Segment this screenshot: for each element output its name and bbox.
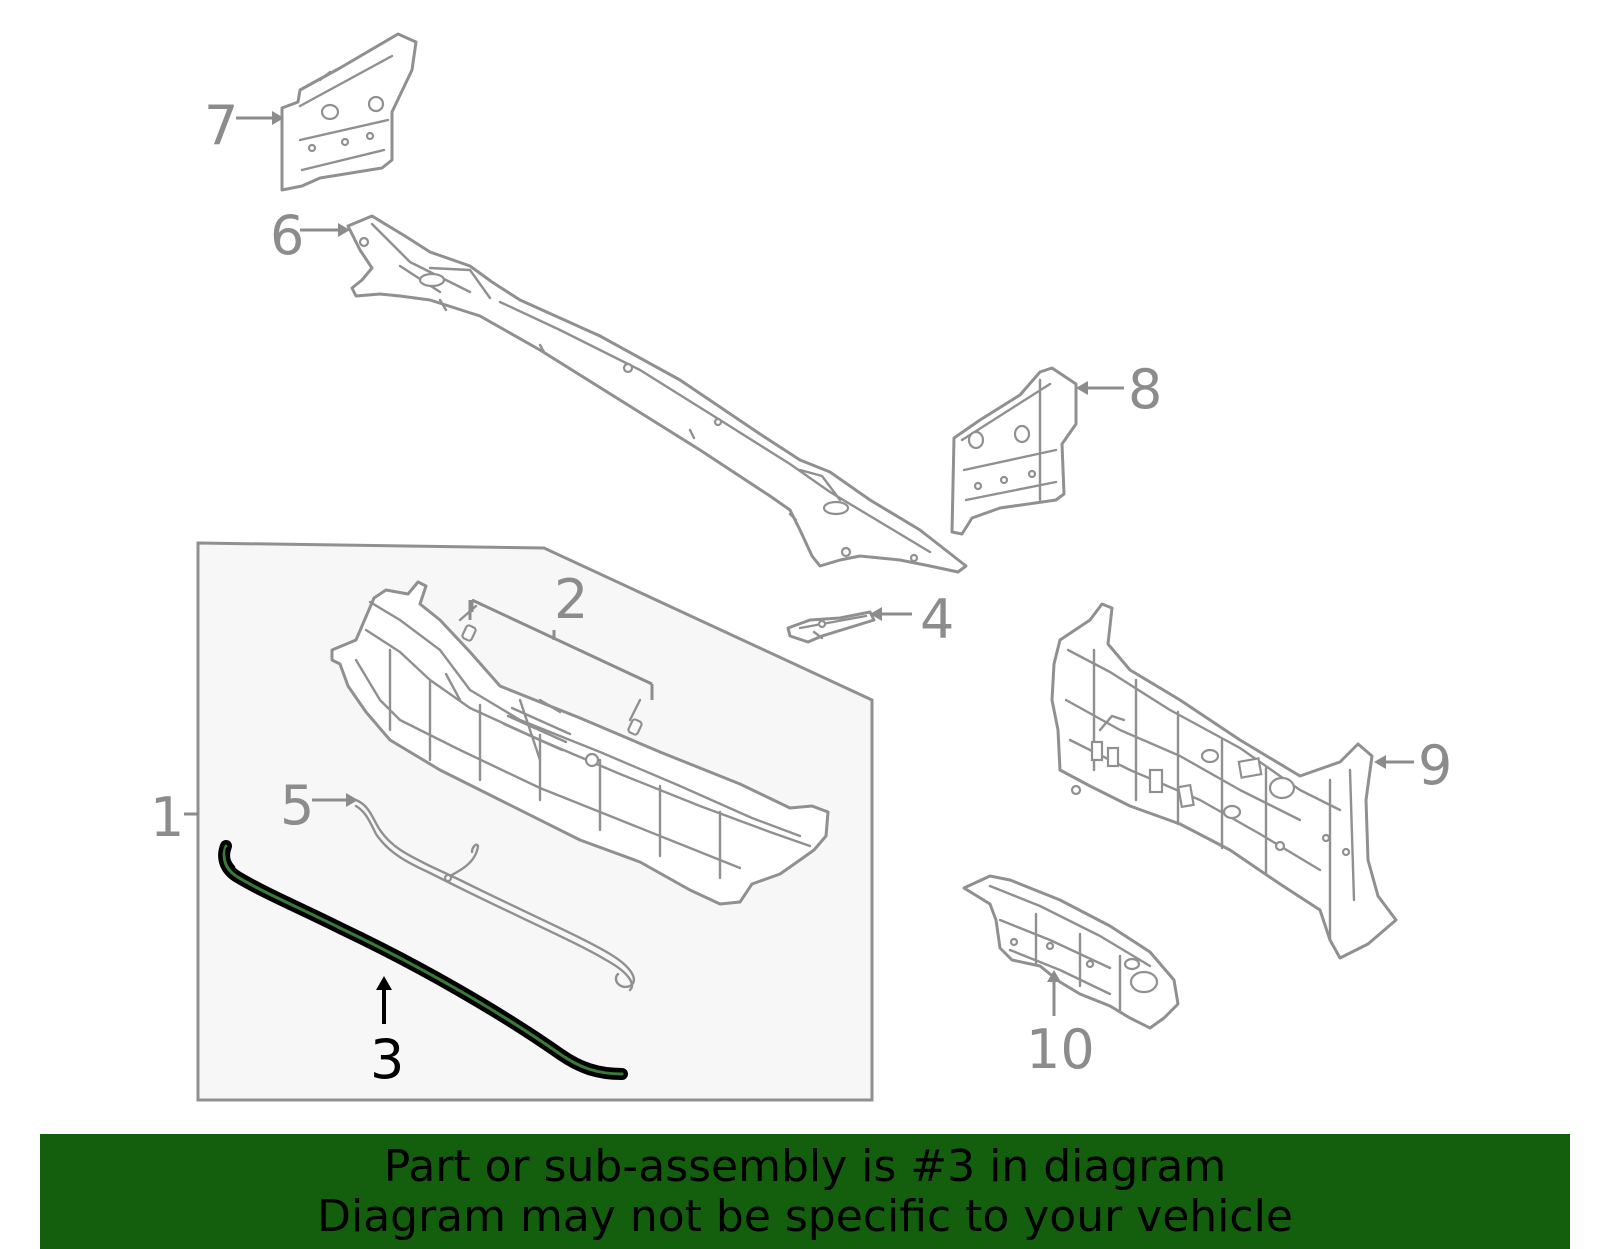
part-2-cowl-vent-panel[interactable] xyxy=(330,580,830,906)
part-4-bracket[interactable] xyxy=(786,610,876,644)
callout-10[interactable]: 10 xyxy=(1026,1018,1095,1081)
part-8-bracket[interactable] xyxy=(950,366,1078,536)
callout-1[interactable]: 1 xyxy=(150,786,184,849)
callout-8[interactable]: 8 xyxy=(1128,358,1162,421)
part-10-reinforcement[interactable] xyxy=(962,874,1180,1030)
part-7-bracket[interactable] xyxy=(280,32,418,192)
part-3-cowl-seal[interactable] xyxy=(218,840,628,1080)
leader-lines xyxy=(184,111,1414,1024)
banner-line-1: Part or sub-assembly is #3 in diagram xyxy=(383,1141,1227,1192)
part-9-dash-panel[interactable] xyxy=(1050,602,1398,960)
callout-7[interactable]: 7 xyxy=(204,94,238,157)
part-6-cowl-cross-member[interactable] xyxy=(346,214,968,574)
parts-diagram: 7 6 8 2 4 9 5 1 3 10 xyxy=(150,32,1452,1102)
callout-6[interactable]: 6 xyxy=(270,204,304,267)
callout-4[interactable]: 4 xyxy=(920,588,954,651)
callout-5[interactable]: 5 xyxy=(280,774,314,837)
info-banner: Part or sub-assembly is #3 in diagram Di… xyxy=(40,1134,1570,1249)
callout-3[interactable]: 3 xyxy=(370,1028,404,1091)
callout-2[interactable]: 2 xyxy=(554,568,588,631)
part-5-hose[interactable] xyxy=(354,798,636,992)
banner-line-2: Diagram may not be specific to your vehi… xyxy=(317,1191,1293,1242)
callout-9[interactable]: 9 xyxy=(1418,734,1452,797)
